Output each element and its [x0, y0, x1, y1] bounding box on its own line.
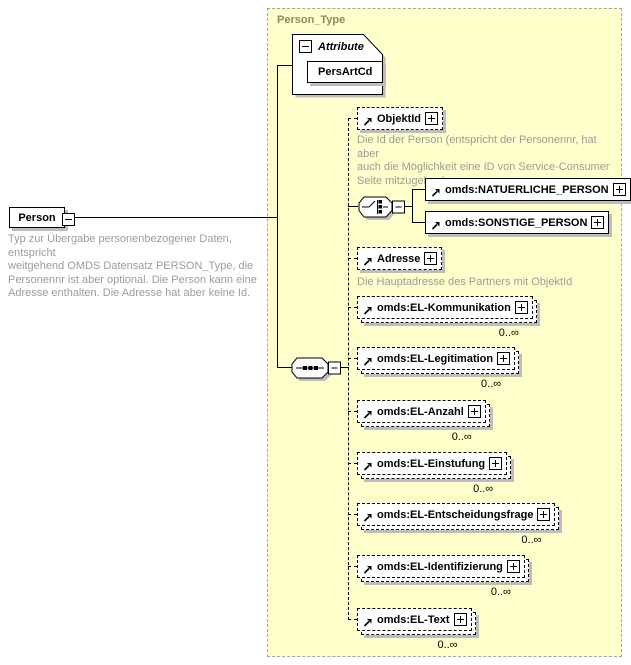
- element-label: omds:EL-Legitimation: [377, 352, 494, 365]
- element-natuerliche-person[interactable]: omds:NATUERLICHE_PERSON: [425, 178, 631, 201]
- person-type-container: [267, 8, 622, 657]
- connector-line: [341, 367, 349, 368]
- occurrence-label: 0..∞: [490, 585, 511, 598]
- expand-icon[interactable]: [537, 508, 551, 521]
- element-el-anzahl[interactable]: omds:EL-Anzahl 0..∞: [357, 400, 490, 443]
- occurrence-label: 0..∞: [498, 326, 519, 339]
- expand-icon[interactable]: [425, 112, 439, 125]
- expand-icon[interactable]: [424, 252, 438, 265]
- connector-line: [348, 358, 357, 359]
- connector-line: [277, 367, 292, 368]
- choice-icon[interactable]: [358, 196, 410, 223]
- occurrence-label: 0..∞: [521, 533, 542, 546]
- element-label: Adresse: [377, 252, 421, 265]
- root-annotation: Typ zur Übergabe personenbezogener Daten…: [8, 233, 257, 299]
- element-person[interactable]: Person: [9, 207, 65, 228]
- attribute-group-label: Attribute: [318, 41, 364, 53]
- element-label: omds:SONSTIGE_PERSON: [445, 216, 588, 229]
- occurrence-label: 0..∞: [451, 430, 472, 443]
- element-el-identifizierung[interactable]: omds:EL-Identifizierung 0..∞: [357, 555, 529, 598]
- reference-arrow-icon: [363, 618, 372, 627]
- connector-line: [348, 206, 358, 207]
- reference-arrow-icon: [363, 257, 372, 266]
- reference-arrow-icon: [363, 513, 372, 522]
- element-label: omds:EL-Entscheidungsfrage: [377, 508, 534, 521]
- element-label: omds:NATUERLICHE_PERSON: [445, 183, 609, 196]
- occurrence-label: 0..∞: [473, 482, 494, 495]
- reference-arrow-icon: [363, 306, 372, 315]
- connector-line: [74, 217, 277, 218]
- reference-arrow-icon: [363, 462, 372, 471]
- connector-line: [348, 514, 357, 515]
- element-label: omds:EL-Text: [377, 613, 450, 626]
- expand-icon[interactable]: [612, 183, 626, 196]
- element-adresse[interactable]: Adresse: [357, 247, 443, 270]
- connector-line: [412, 189, 413, 223]
- element-el-text[interactable]: omds:EL-Text 0..∞: [357, 608, 476, 651]
- connector-line: [412, 222, 425, 223]
- sequence-branch-line: [348, 118, 349, 620]
- element-objektid[interactable]: ObjektId: [357, 107, 444, 130]
- connector-line: [405, 206, 412, 207]
- expand-icon[interactable]: [497, 352, 511, 365]
- occurrence-label: 0..∞: [481, 377, 502, 390]
- connector-line: [348, 307, 357, 308]
- expand-icon[interactable]: [489, 457, 503, 470]
- connector-line: [277, 65, 293, 66]
- element-el-kommunikation[interactable]: omds:EL-Kommunikation 0..∞: [357, 296, 537, 339]
- reference-arrow-icon: [363, 357, 372, 366]
- reference-arrow-icon: [363, 117, 372, 126]
- connector-line: [348, 411, 357, 412]
- element-label: ObjektId: [377, 112, 422, 125]
- expand-icon[interactable]: [506, 560, 520, 573]
- element-el-legitimation[interactable]: omds:EL-Legitimation 0..∞: [357, 347, 520, 390]
- collapse-icon[interactable]: [62, 213, 75, 226]
- expand-icon[interactable]: [453, 613, 467, 626]
- reference-arrow-icon: [431, 188, 440, 197]
- element-el-entscheidungsfrage[interactable]: omds:EL-Entscheidungsfrage 0..∞: [357, 503, 560, 546]
- element-el-einstufung[interactable]: omds:EL-Einstufung 0..∞: [357, 452, 512, 495]
- connector-line: [348, 566, 357, 567]
- element-label: omds:EL-Einstufung: [377, 457, 486, 470]
- container-title: Person_Type: [277, 14, 346, 26]
- attribute-persartcd[interactable]: PersArtCd: [307, 61, 384, 83]
- connector-line: [348, 118, 357, 119]
- element-label: omds:EL-Kommunikation: [377, 301, 511, 314]
- element-annotation: Die Hauptadresse des Partners mit Objekt…: [357, 276, 573, 288]
- expand-icon[interactable]: [591, 216, 605, 229]
- element-sonstige-person[interactable]: omds:SONSTIGE_PERSON: [425, 211, 610, 234]
- element-label: Person: [18, 211, 56, 224]
- expand-icon[interactable]: [514, 301, 528, 314]
- element-label: omds:EL-Identifizierung: [377, 560, 503, 573]
- connector-line: [277, 65, 278, 368]
- element-label: omds:EL-Anzahl: [377, 405, 464, 418]
- reference-arrow-icon: [363, 565, 372, 574]
- attribute-label: PersArtCd: [318, 66, 373, 78]
- reference-arrow-icon: [363, 410, 372, 419]
- connector-line: [412, 189, 425, 190]
- connector-line: [348, 619, 357, 620]
- connector-line: [348, 258, 357, 259]
- reference-arrow-icon: [431, 221, 440, 230]
- expand-icon[interactable]: [467, 405, 481, 418]
- collapse-icon[interactable]: [299, 40, 312, 53]
- sequence-icon[interactable]: [291, 357, 345, 384]
- connector-line: [348, 463, 357, 464]
- occurrence-label: 0..∞: [437, 638, 458, 651]
